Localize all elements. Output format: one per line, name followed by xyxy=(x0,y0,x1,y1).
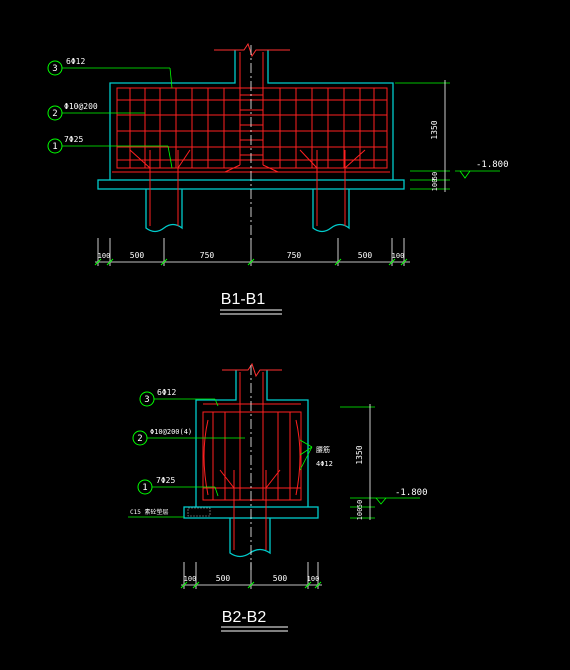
b1-break-mark xyxy=(214,42,290,58)
b1-dim-b2: 750 xyxy=(200,251,215,260)
b1-callout-3-text: 6Φ12 xyxy=(66,57,85,66)
b2-callout-2-text: Φ10@200(4) xyxy=(150,428,192,436)
b2-side-note-2: 4Φ12 xyxy=(316,460,333,468)
b2-elevation: -1.800 xyxy=(395,488,428,498)
b2-cap-outline xyxy=(195,370,309,507)
b2-dim-100: 100 xyxy=(356,508,364,521)
b1-title: B1-B1 xyxy=(221,291,266,308)
b1-callout-1-num: 1 xyxy=(52,142,57,152)
b1-right-dims xyxy=(395,80,500,192)
b1-elevation: -1.800 xyxy=(476,160,509,170)
b1-callout-1-text: 7Φ25 xyxy=(64,135,83,144)
b1-dim-b3: 750 xyxy=(287,251,302,260)
b2-callout-3-text: 6Φ12 xyxy=(157,388,176,397)
b2-right-dims xyxy=(340,404,420,520)
b2-callout-3-num: 3 xyxy=(144,395,149,405)
b2-dim-50: 50 xyxy=(356,500,364,508)
b2-dim-b1: 500 xyxy=(216,574,231,583)
b1-dim-1350: 1350 xyxy=(430,120,439,139)
b2-callout-1-text: 7Φ25 xyxy=(156,476,175,485)
b1-callout-3-num: 3 xyxy=(52,64,57,74)
b1-dim-100: 100 xyxy=(431,179,439,192)
b2-left-note: C15 素砼垫层 xyxy=(130,508,168,516)
b1-dim-b4: 500 xyxy=(358,251,373,260)
b1-callouts: 3 6Φ12 2 Φ10@200 1 7Φ25 xyxy=(47,57,173,169)
b2-break-mark xyxy=(222,362,282,378)
b1-pile-rebar xyxy=(129,149,366,226)
b2-title: B2-B2 xyxy=(222,609,267,626)
b2-pile xyxy=(229,518,271,558)
b1-dim-b5: 100 xyxy=(392,252,405,260)
b1-pile-right xyxy=(312,189,350,233)
b2-dim-b3: 100 xyxy=(307,575,320,583)
b1-dim-b0: 100 xyxy=(98,252,111,260)
b2-dim-b0: 100 xyxy=(184,575,197,583)
b2-callout-1-num: 1 xyxy=(142,483,147,493)
b1-callout-2-num: 2 xyxy=(52,109,57,119)
b2-dim-1350: 1350 xyxy=(355,445,364,464)
b2-callouts: 3 6Φ12 2 Φ10@200(4) 1 7Φ25 腰筋 4Φ12 C15 素… xyxy=(128,388,333,518)
b2-side-note-1: 腰筋 xyxy=(316,445,330,454)
b1-cap-outline xyxy=(109,50,394,180)
section-b1: 3 6Φ12 2 Φ10@200 1 7Φ25 1350 50 100 -1.8 xyxy=(47,42,509,315)
b2-dim-b2: 500 xyxy=(273,574,288,583)
b1-pile-left xyxy=(145,189,183,233)
b1-dim-50: 50 xyxy=(431,172,439,180)
b2-rebar-cage xyxy=(202,372,302,550)
b1-rebar-cage xyxy=(112,52,390,173)
b2-callout-2-num: 2 xyxy=(137,434,142,444)
section-b2: 3 6Φ12 2 Φ10@200(4) 1 7Φ25 腰筋 4Φ12 C15 素… xyxy=(128,362,428,632)
b1-callout-2-text: Φ10@200 xyxy=(64,102,98,111)
b1-dim-b1: 500 xyxy=(130,251,145,260)
